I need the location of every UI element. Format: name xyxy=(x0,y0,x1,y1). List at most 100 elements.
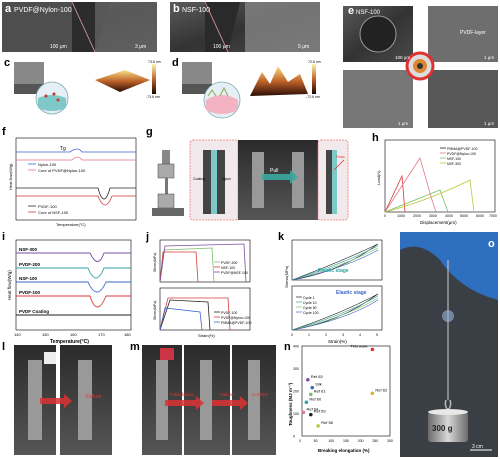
panel-a-sample: PVDF@Nylon-100 xyxy=(14,7,72,14)
panel-h-label: h xyxy=(372,132,379,144)
legend-h-3: NSF-100 xyxy=(447,157,461,161)
panel-d: d 72.6 nm -72.6 nm xyxy=(172,57,321,119)
panel-j: j PVDF-300 NSF-100 PVDF@NSF-100 Stress(M… xyxy=(145,231,251,338)
n-xtick: 0 xyxy=(299,439,301,443)
m-initial-failure: Initial failure xyxy=(170,392,195,397)
n-point xyxy=(301,410,306,415)
n-ytick: 200 xyxy=(293,390,299,394)
k-xtick-0: 0 xyxy=(291,333,293,337)
plot-area-h xyxy=(384,139,496,213)
n-annotation: Ref 64 xyxy=(306,406,319,411)
n-point xyxy=(309,412,313,417)
plot-area-j-bottom xyxy=(159,287,251,331)
panel-e-sample: NSF-100 xyxy=(356,10,381,16)
h-xlabel: Displacement(μm) xyxy=(420,220,457,225)
i-xtick-0: 140 xyxy=(14,332,21,337)
plot-area-f xyxy=(15,137,137,221)
f-ylabel: Heat flow(W/g) xyxy=(8,163,13,190)
h-xtick-1: 1000 xyxy=(397,214,405,218)
pull-arrow xyxy=(262,170,298,184)
panel-i: i NSF-300 PVDF-200 NSF-100 PVDF-100 PVDF… xyxy=(2,231,131,345)
h-xtick-4: 4000 xyxy=(445,214,453,218)
legend-j-top-1: PVDF-300 xyxy=(221,261,237,265)
n-point xyxy=(370,347,375,352)
legend-h-4: NSF-300 xyxy=(447,162,461,166)
plot-area-i xyxy=(15,239,132,331)
o-weight: 300 g xyxy=(432,424,453,433)
legend-k-3: Cycle 50 xyxy=(303,306,317,310)
f-xlabel: Temperature(°C) xyxy=(56,222,86,227)
colorbar-c xyxy=(152,64,156,94)
n-ytick: 0 xyxy=(293,435,295,439)
colorbar-c-top: 73.6 nm xyxy=(148,60,161,64)
n-annotation: Ref 62 xyxy=(375,387,388,392)
n-annotation: Ref 58 xyxy=(321,420,334,425)
m-failure: Failure xyxy=(220,392,234,397)
legend-j-bottom-3: PMMA@PVDF-100 xyxy=(221,321,251,325)
j-ylabel-bottom: Stress(MPa) xyxy=(153,301,157,320)
colorbar-d-bottom: -72.6 nm xyxy=(306,95,320,99)
i-curve-2: PVDF-200 xyxy=(19,262,41,267)
k-xtick-2: 2 xyxy=(325,333,327,337)
m-strain: ε=420% xyxy=(252,392,268,397)
i-curve-5: PVDF Coating xyxy=(19,309,49,314)
n-xtick: 250 xyxy=(372,439,378,443)
h-xtick-6: 6000 xyxy=(476,214,484,218)
panel-b: b NSF-100 100 μm 5 μm xyxy=(170,1,320,53)
h-curve-2 xyxy=(384,157,437,213)
panel-l-label: l xyxy=(2,341,5,353)
panel-a: a PVDF@Nylon-100 100 μm 3 μm xyxy=(2,1,157,53)
plot-area-j-top xyxy=(159,239,251,283)
h-curve-4 xyxy=(384,179,475,213)
legend-h-2: PVDF@Nylon-100 xyxy=(447,152,476,156)
panel-c: c 73.6 nm -73.6 nm xyxy=(4,57,161,115)
legend-j-top-2: NSF-100 xyxy=(221,266,235,270)
g-pull: Pull xyxy=(270,168,278,174)
i-curve-4: PVDF-100 xyxy=(19,290,41,295)
g-inset-nylon: Nylon xyxy=(222,177,231,181)
i-xtick-1: 150 xyxy=(42,332,49,337)
h-xtick-2: 2000 xyxy=(413,214,421,218)
i-curve-3: NSF-100 xyxy=(19,276,38,281)
i-ylabel: Heat flow(W/g) xyxy=(7,270,12,300)
panel-n-label: n xyxy=(284,341,291,353)
panel-b-label: b xyxy=(173,3,180,15)
n-point xyxy=(309,392,313,397)
n-annotation: This work xyxy=(350,343,367,348)
plot-area-k-bottom xyxy=(291,285,383,331)
panel-i-label: i xyxy=(2,231,5,243)
sem-e-2 xyxy=(428,6,498,62)
n-ytick: 100 xyxy=(293,412,299,416)
k-plastic: Plastic stage xyxy=(318,268,349,274)
h-curve-3 xyxy=(384,189,449,213)
panel-a-scale2: 3 μm xyxy=(135,44,146,50)
n-annotation: Ref 59 xyxy=(314,409,327,414)
i-xtick-2: 160 xyxy=(70,332,77,337)
colorbar-d xyxy=(312,64,316,94)
n-annotation: Silk xyxy=(315,382,321,387)
i-curve-1: NSF-300 xyxy=(19,247,38,252)
panel-l: l Failure xyxy=(2,341,112,455)
plot-area-k-top xyxy=(291,239,383,281)
j-xlabel: Strain(%) xyxy=(198,333,215,338)
i-xtick-3: 170 xyxy=(98,332,105,337)
k-xlabel: Strain(%) xyxy=(328,339,347,344)
panel-a-label: a xyxy=(5,3,12,15)
l-failure: Failure xyxy=(86,394,102,400)
plot-area-n xyxy=(301,345,391,437)
n-xtick: 150 xyxy=(343,439,349,443)
panel-e-scale1: 100 μm xyxy=(395,55,410,60)
afm-surface-c xyxy=(95,70,150,92)
h-xtick-3: 3000 xyxy=(429,214,437,218)
panel-j-label: j xyxy=(145,231,149,243)
panel-b-scale1: 100 μm xyxy=(213,44,230,50)
panel-e-scale3: 1 μm xyxy=(398,121,408,126)
legend-h-1: PMMA@PVDF-100 xyxy=(447,147,477,151)
n-point xyxy=(370,391,375,396)
tg-label: Tg xyxy=(60,146,66,152)
k-xtick-3: 3 xyxy=(342,333,344,337)
weight-300g xyxy=(428,412,468,442)
